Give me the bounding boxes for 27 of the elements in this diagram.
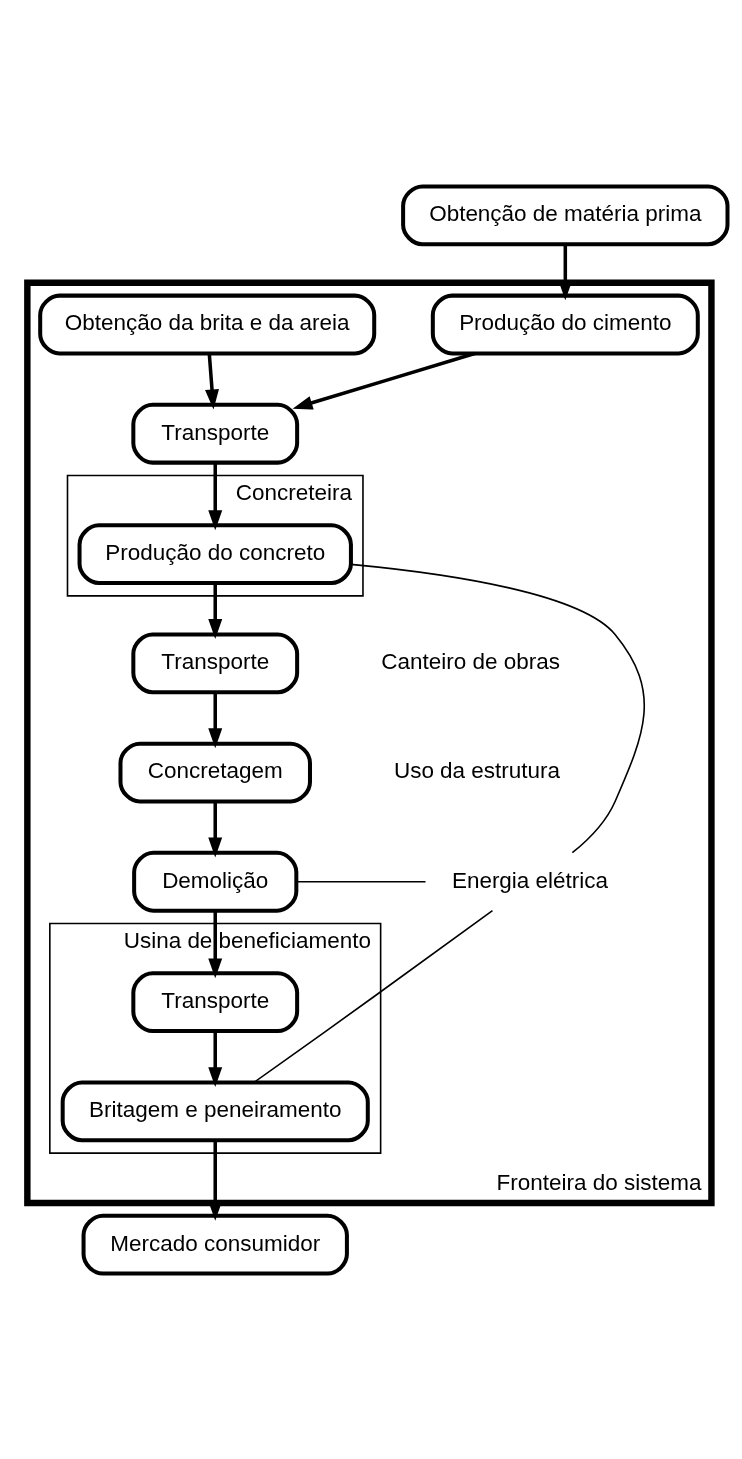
node-box: Concretagem — [118, 741, 312, 803]
arrow — [208, 1031, 223, 1087]
arrow — [292, 351, 476, 410]
node-box: Demolição — [132, 850, 299, 913]
label: Canteiro de obras — [381, 648, 560, 674]
connector — [350, 563, 645, 853]
node-text: Energia elétrica — [451, 867, 609, 893]
arrow — [208, 910, 223, 978]
node-box: Produção do cimento — [430, 293, 700, 355]
node-box: Produção do concreto — [77, 522, 353, 585]
label: Uso da estrutura — [393, 758, 561, 783]
node-box: Mercado consumidor — [81, 1213, 349, 1276]
arrow — [208, 692, 223, 748]
node-box: Transporte — [131, 970, 300, 1033]
arrow — [558, 244, 573, 300]
node-box: Transporte — [131, 631, 300, 694]
node-box: Obtenção de matéria prima — [401, 183, 730, 246]
arrow — [208, 1140, 223, 1221]
arrow — [208, 583, 223, 639]
arrow — [208, 801, 223, 857]
connector — [295, 880, 427, 883]
arrow — [208, 462, 223, 530]
arrow — [205, 353, 219, 409]
node-box: Obtenção da brita e da areia — [38, 293, 377, 355]
connector — [253, 909, 494, 1083]
node-box: Transporte — [131, 402, 300, 465]
node-box: Britagem e peneiramento — [60, 1079, 370, 1142]
